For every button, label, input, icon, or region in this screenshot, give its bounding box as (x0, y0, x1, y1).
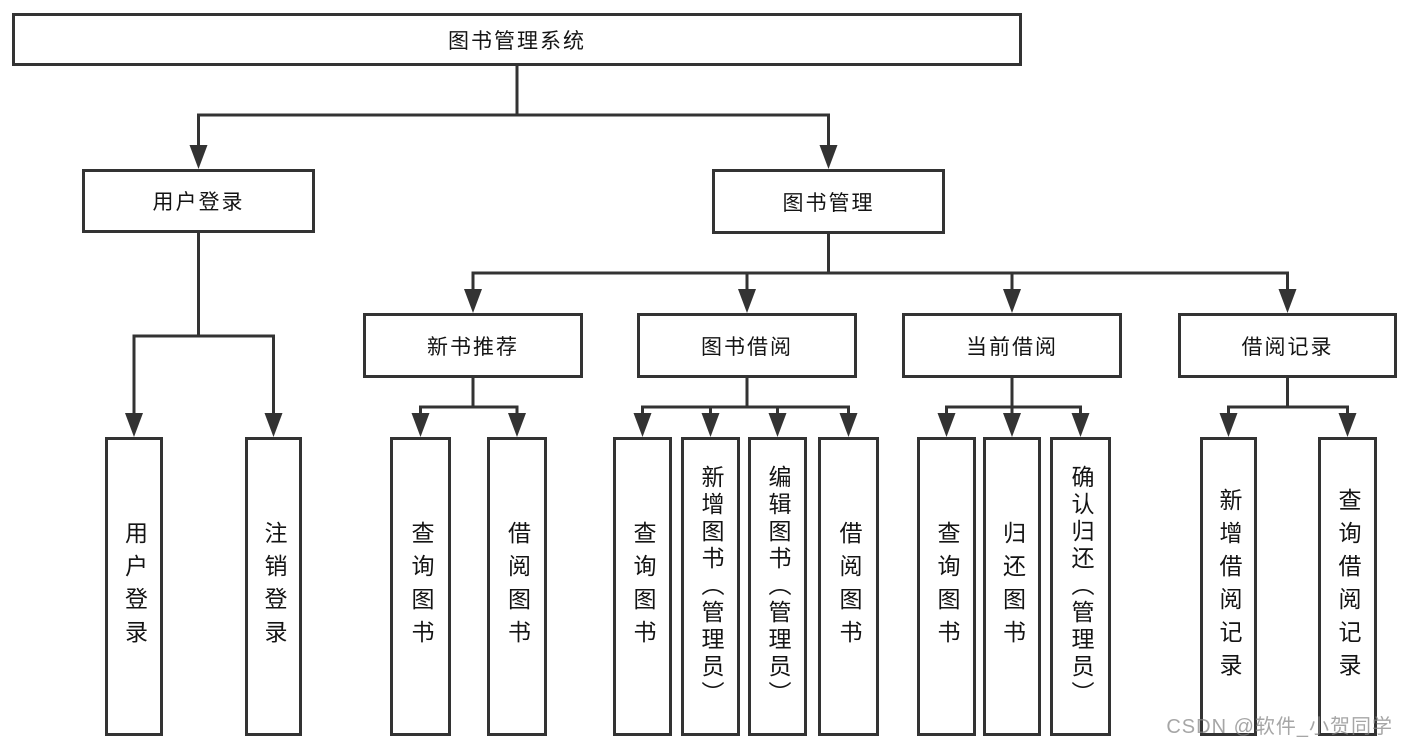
arrowhead-icon (411, 413, 430, 437)
node-v-logout: 注销登录 (245, 437, 302, 736)
node-label: 借阅图书 (504, 520, 531, 653)
arrowhead-icon (701, 413, 720, 437)
arrowhead-icon (464, 289, 482, 313)
node-label: 新增图书（管理员） (698, 465, 724, 708)
node-v-confirm-return: 确认归还（管理员） (1050, 437, 1111, 736)
node-v-add-book: 新增图书（管理员） (681, 437, 740, 736)
node-label: 当前借阅 (966, 335, 1058, 359)
watermark: CSDN @软件_小贺同学 (1166, 716, 1393, 738)
node-current-borrow: 当前借阅 (902, 313, 1122, 378)
arrowhead-icon (1278, 289, 1297, 313)
node-new-book-rec: 新书推荐 (363, 313, 583, 378)
arrowhead-icon (125, 413, 143, 437)
node-label: 新增借阅记录 (1216, 487, 1242, 686)
node-book-mgmt: 图书管理 (712, 169, 945, 234)
node-v-return-book: 归还图书 (983, 437, 1041, 736)
node-borrow-records: 借阅记录 (1178, 313, 1397, 378)
node-label: 查询图书 (408, 520, 434, 653)
node-label: 图书借阅 (701, 335, 793, 359)
node-label: 确认归还（管理员） (1068, 465, 1094, 708)
arrowhead-icon (768, 413, 787, 437)
node-label: 图书管理系统 (448, 29, 586, 53)
arrowhead-icon (1071, 413, 1090, 437)
arrowhead-icon (264, 413, 283, 437)
node-user-login: 用户登录 (82, 169, 315, 233)
node-book-borrow: 图书借阅 (637, 313, 857, 378)
node-v-query-record: 查询借阅记录 (1318, 437, 1377, 736)
node-label: 图书管理 (782, 191, 875, 215)
node-label: 查询图书 (934, 520, 960, 653)
node-label: 用户登录 (121, 520, 148, 653)
node-v-user-login: 用户登录 (105, 437, 163, 736)
arrowhead-icon (839, 413, 858, 437)
node-label: 查询图书 (630, 520, 656, 653)
node-v-query-book-3: 查询图书 (917, 437, 976, 736)
node-root: 图书管理系统 (12, 13, 1022, 66)
node-v-add-record: 新增借阅记录 (1200, 437, 1257, 736)
node-v-edit-book: 编辑图书（管理员） (748, 437, 807, 736)
arrowhead-icon (633, 413, 652, 437)
node-label: 新书推荐 (427, 335, 519, 359)
node-label: 注销登录 (261, 520, 287, 653)
node-label: 借阅图书 (836, 520, 862, 653)
node-label: 借阅记录 (1241, 335, 1334, 359)
arrowhead-icon (189, 145, 208, 169)
node-v-query-book-2: 查询图书 (613, 437, 672, 736)
arrowhead-icon (508, 413, 526, 437)
arrowhead-icon (1003, 413, 1021, 437)
arrowhead-icon (1338, 413, 1357, 437)
node-label: 用户登录 (152, 191, 245, 214)
node-label: 归还图书 (999, 520, 1026, 653)
arrowhead-icon (937, 413, 956, 437)
arrowhead-icon (1219, 413, 1238, 437)
arrowhead-icon (1003, 289, 1021, 313)
node-label: 查询借阅记录 (1335, 487, 1361, 686)
arrowhead-icon (738, 289, 756, 313)
node-v-borrow-book-1: 借阅图书 (487, 437, 547, 736)
node-v-query-book-1: 查询图书 (390, 437, 451, 736)
node-v-borrow-book-2: 借阅图书 (818, 437, 879, 736)
node-label: 编辑图书（管理员） (765, 465, 791, 708)
arrowhead-icon (819, 145, 838, 169)
